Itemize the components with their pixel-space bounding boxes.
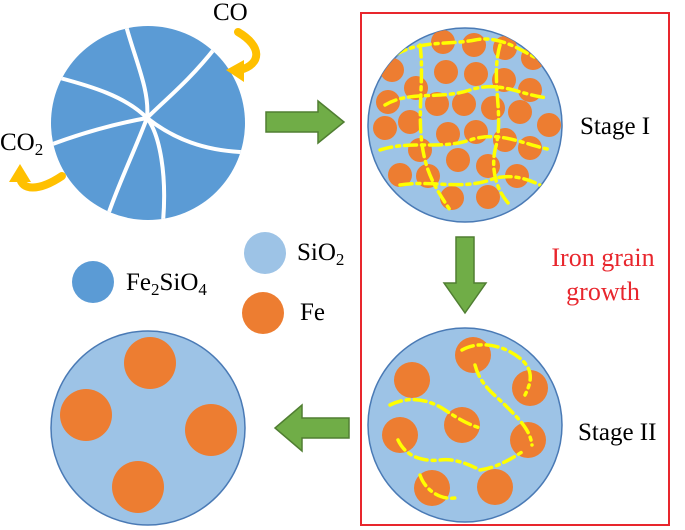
right-arrow-icon	[265, 99, 346, 145]
stage1-particle	[367, 27, 563, 223]
stage1-label: Stage I	[580, 113, 651, 140]
iron-grain	[446, 148, 470, 172]
iron-grain-growth-label: Iron grain growth	[551, 243, 655, 306]
iron-grain	[112, 461, 164, 513]
iron-grain	[510, 422, 546, 458]
legend-sio2-swatch	[244, 232, 286, 274]
iron-grain	[398, 110, 422, 134]
iron-grain	[124, 337, 176, 389]
iron-grain	[434, 60, 458, 84]
iron-grain	[537, 113, 561, 137]
iron-grain	[388, 163, 412, 187]
iron-grain	[440, 186, 464, 210]
legend-sio2-label: SiO2	[297, 239, 345, 270]
iron-grain	[508, 100, 532, 124]
iron-grain	[512, 370, 548, 406]
co-gas-arrow-icon	[226, 28, 261, 82]
iron-grain	[455, 337, 491, 373]
co-label: CO	[213, 0, 248, 26]
iron-grain	[380, 58, 404, 82]
legend-fe2sio4-label: Fe2SiO4	[126, 269, 207, 300]
iron-grain	[416, 164, 440, 188]
legend-fe-label: Fe	[300, 299, 325, 326]
stage2-grain-boundaries	[388, 343, 534, 500]
iron-grain	[477, 469, 513, 505]
particle-cracks	[51, 26, 242, 220]
iron-grain	[436, 122, 460, 146]
fe2sio4-particle	[51, 26, 245, 220]
iron-grain	[452, 92, 476, 116]
iron-grain	[373, 116, 397, 140]
stage1-grain-boundaries	[378, 37, 554, 212]
stage2-label: Stage II	[578, 419, 657, 446]
left-arrow-icon	[273, 403, 350, 453]
iron-grain	[493, 128, 517, 152]
iron-grain	[464, 62, 488, 86]
iron-grain	[185, 404, 237, 456]
iron-grain	[408, 138, 432, 162]
legend-fe-swatch	[242, 292, 284, 334]
iron-grain	[425, 92, 449, 116]
iron-grain	[476, 185, 500, 209]
iron-grain	[462, 33, 486, 57]
co2-gas-arrow-icon	[9, 164, 66, 192]
iron-grain	[394, 362, 430, 398]
iron-grain	[518, 78, 542, 102]
legend-fe2sio4-swatch	[72, 261, 114, 303]
iron-grain	[382, 417, 418, 453]
co2-label: CO2	[0, 129, 44, 160]
final-particle	[50, 330, 246, 526]
stage-frame	[360, 12, 670, 526]
down-arrow-icon	[442, 236, 488, 315]
iron-grain	[481, 96, 505, 120]
iron-grain	[60, 389, 112, 441]
stage2-particle	[367, 327, 563, 523]
